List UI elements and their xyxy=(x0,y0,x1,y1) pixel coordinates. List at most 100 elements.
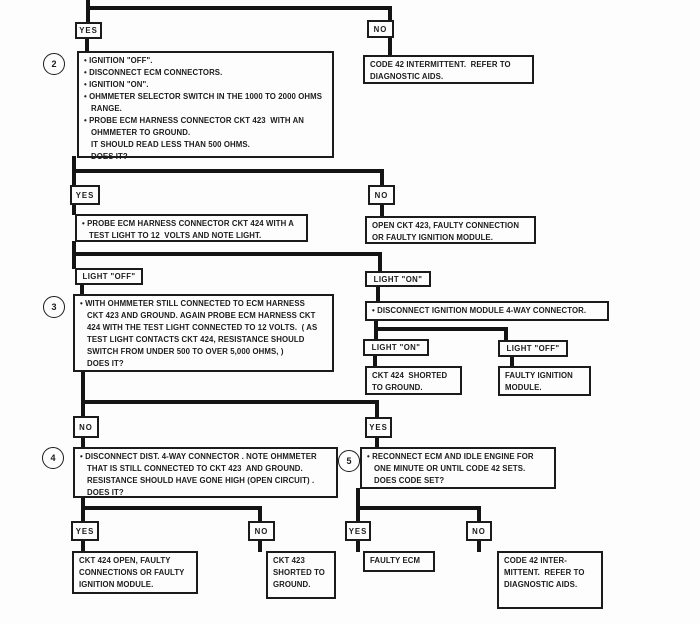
decision-label-text: NO xyxy=(79,422,93,432)
connector-line xyxy=(72,252,382,256)
step-number-text: 5 xyxy=(346,456,352,466)
text-line: THAT IS STILL CONNECTED TO CKT 423 AND G… xyxy=(87,464,303,473)
decision-label-no-bottom-right: NO xyxy=(466,521,492,541)
connector-line xyxy=(81,437,85,448)
connector-line xyxy=(375,437,379,448)
result-box-code42-intermittent-top: CODE 42 INTERMITTENT. REFER TO DIAGNOSTIC… xyxy=(363,55,534,84)
connector-line xyxy=(80,284,84,295)
decision-label-light-off-1: LIGHT "OFF" xyxy=(75,268,143,285)
text-line: RANGE. xyxy=(91,104,122,113)
connector-line xyxy=(477,506,481,522)
decision-label-text: LIGHT "OFF" xyxy=(82,272,136,281)
decision-label-text: NO xyxy=(373,24,388,34)
decision-label-text: YES xyxy=(369,423,388,432)
text-line: • DISCONNECT DIST. 4-WAY CONNECTOR . NOT… xyxy=(80,452,317,461)
decision-label-text: NO xyxy=(472,526,486,536)
connector-line xyxy=(375,400,379,418)
connector-line xyxy=(388,6,392,21)
text-line: OHMMETER TO GROUND. xyxy=(91,128,191,137)
decision-label-yes-bottom-right: YES xyxy=(345,521,371,541)
action-box-probe-ckt424: • PROBE ECM HARNESS CONNECTOR CKT 424 WI… xyxy=(75,214,308,242)
text-line: CKT 424 OPEN, FAULTY xyxy=(79,556,171,565)
text-line: RESISTANCE SHOULD HAVE GONE HIGH (OPEN C… xyxy=(87,476,315,485)
decision-label-yes-1: YES xyxy=(75,22,102,39)
step-number-text: 4 xyxy=(50,453,56,463)
text-line: DOES IT? xyxy=(87,359,124,368)
text-line: • DISCONNECT IGNITION MODULE 4-WAY CONNE… xyxy=(372,306,587,315)
decision-label-no-1: NO xyxy=(367,20,394,38)
decision-label-text: YES xyxy=(75,190,95,200)
decision-label-text: YES xyxy=(75,526,95,536)
text-line: • WITH OHMMETER STILL CONNECTED TO ECM H… xyxy=(80,299,305,308)
text-line: IGNITION MODULE. xyxy=(79,580,154,589)
text-line: DIAGNOSTIC AIDS. xyxy=(370,72,444,81)
decision-label-no-bottom-left: NO xyxy=(248,521,275,541)
connector-line xyxy=(81,506,262,510)
text-line: DOES IT? xyxy=(87,488,124,497)
text-line: CODE 42 INTERMITTENT. REFER TO xyxy=(370,60,511,69)
connector-line xyxy=(356,540,360,552)
text-line: TEST LIGHT TO 12 VOLTS AND NOTE LIGHT. xyxy=(89,231,262,240)
text-line: IT SHOULD READ LESS THAN 500 OHMS. xyxy=(91,140,250,149)
connector-line xyxy=(81,400,379,404)
text-line: SWITCH FROM UNDER 500 TO OVER 5,000 OHMS… xyxy=(87,347,284,356)
text-line: GROUND. xyxy=(273,580,311,589)
text-line: • IGNITION "OFF". xyxy=(84,56,153,65)
text-line: TEST LIGHT CONTACTS CKT 424, RESISTANCE … xyxy=(87,335,305,344)
result-box-ckt424-open: CKT 424 OPEN, FAULTY CONNECTIONS OR FAULT… xyxy=(72,551,198,594)
connector-line xyxy=(81,371,85,417)
decision-label-text: LIGHT "ON" xyxy=(371,343,421,352)
text-line: DIAGNOSTIC AIDS. xyxy=(504,580,578,589)
decision-label-light-on-1: LIGHT "ON" xyxy=(365,271,431,287)
connector-line xyxy=(258,540,262,552)
connector-line xyxy=(81,540,85,552)
step-number-badge-5: 5 xyxy=(338,450,360,472)
step-number-badge-2: 2 xyxy=(43,53,65,75)
connector-line xyxy=(504,327,508,341)
text-line: MITTENT. REFER TO xyxy=(504,568,585,577)
text-line: DOES CODE SET? xyxy=(374,476,445,485)
decision-label-no-4: NO xyxy=(73,416,99,438)
text-line: CKT 424 SHORTED xyxy=(372,371,448,380)
connector-line xyxy=(380,204,384,217)
decision-label-yes-2: YES xyxy=(70,185,100,205)
step-3-instruction-box: • WITH OHMMETER STILL CONNECTED TO ECM H… xyxy=(73,294,334,372)
connector-line xyxy=(388,37,392,56)
connector-line xyxy=(356,488,360,522)
decision-label-no-2: NO xyxy=(368,185,395,205)
text-line: CONNECTIONS OR FAULTY xyxy=(79,568,185,577)
text-line: • IGNITION "ON". xyxy=(84,80,149,89)
text-line: OR FAULTY IGNITION MODULE. xyxy=(372,233,493,242)
text-line: DOES IT? xyxy=(91,152,128,161)
result-box-faulty-ecm: FAULTY ECM xyxy=(363,551,435,572)
connector-line xyxy=(86,0,90,23)
decision-label-text: LIGHT "ON" xyxy=(373,274,423,284)
connector-line xyxy=(86,6,392,10)
text-line: CKT 423 xyxy=(273,556,305,565)
result-box-code42-intermittent-bottom: CODE 42 INTER- MITTENT. REFER TO DIAGNOSTI… xyxy=(497,551,603,609)
decision-label-light-on-2: LIGHT "ON" xyxy=(363,339,429,356)
decision-label-text: NO xyxy=(374,190,389,200)
connector-line xyxy=(380,169,384,185)
step-2-instruction-box: • IGNITION "OFF".• DISCONNECT ECM CONNEC… xyxy=(77,51,334,161)
text-line: CODE 42 INTER- xyxy=(504,556,567,565)
text-line: • PROBE ECM HARNESS CONNECTOR CKT 424 WI… xyxy=(82,219,295,228)
connector-line xyxy=(376,286,380,302)
text-line: FAULTY IGNITION xyxy=(505,371,573,380)
step-number-text: 3 xyxy=(51,302,57,312)
connector-line xyxy=(258,506,262,522)
decision-label-yes-bottom-left: YES xyxy=(71,521,99,541)
connector-line xyxy=(510,356,514,367)
connector-line xyxy=(356,506,481,510)
connector-line xyxy=(72,169,384,173)
decision-label-text: NO xyxy=(254,526,269,536)
decision-label-text: YES xyxy=(79,26,98,35)
step-number-badge-4: 4 xyxy=(42,447,64,469)
step-number-text: 2 xyxy=(51,59,57,69)
action-box-disconnect-ignition-module: • DISCONNECT IGNITION MODULE 4-WAY CONNE… xyxy=(365,301,609,321)
